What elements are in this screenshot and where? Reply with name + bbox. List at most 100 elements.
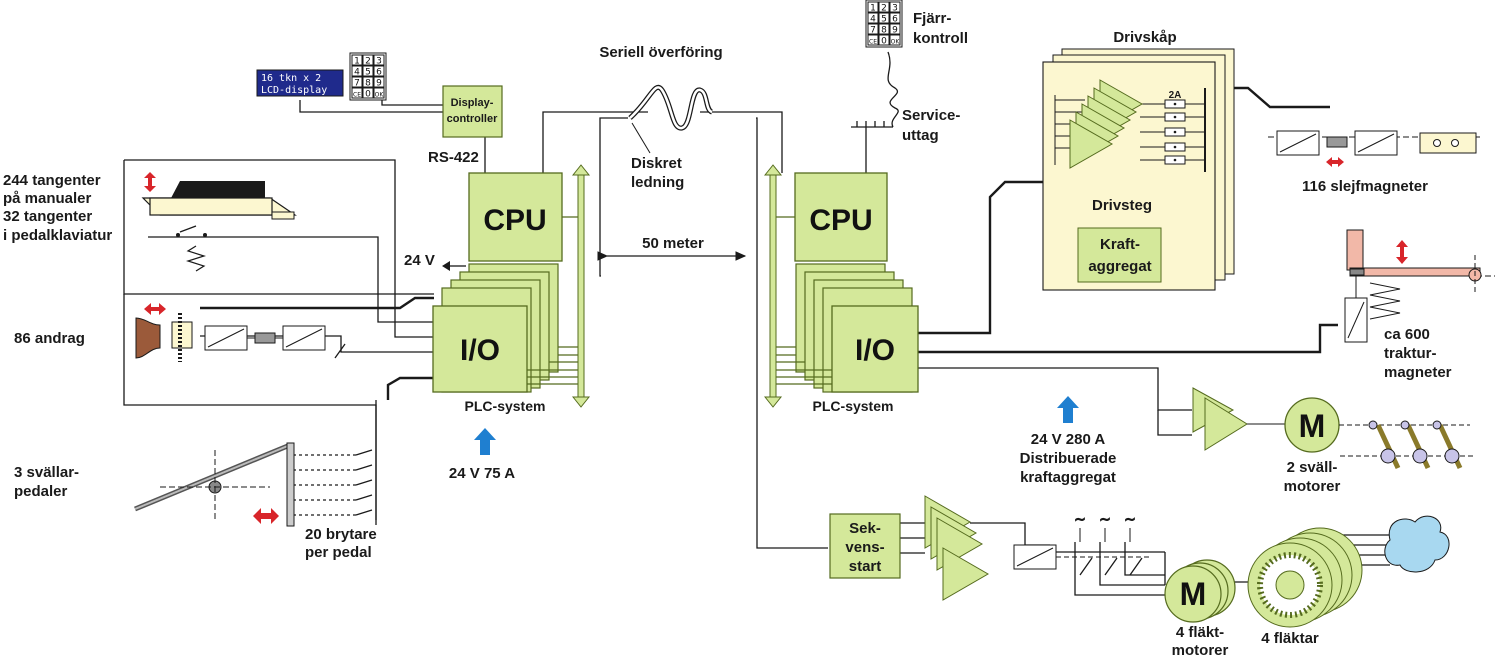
keypad-key-label: 4 <box>870 15 876 25</box>
keypad-key-label: 6 <box>892 15 898 25</box>
keypad-key-label: 9 <box>376 79 382 89</box>
keypad-key <box>889 23 901 35</box>
keypad-frame <box>865 0 903 48</box>
keypad-key <box>373 76 385 88</box>
fans <box>1247 527 1363 628</box>
left-io-box <box>432 305 528 393</box>
right-cpu-box <box>794 172 888 262</box>
keypad-key-label: CE <box>869 39 877 46</box>
lcd-line-1: 16 tkn x 2 <box>261 73 321 84</box>
keypad-key <box>867 1 879 13</box>
manual-keyboard <box>141 181 297 272</box>
keypad-key <box>362 54 374 66</box>
keypad-key <box>362 87 374 99</box>
voltage-arrow-icon <box>442 261 450 271</box>
serial-cable <box>628 85 714 131</box>
remote-label: Fjärr- kontroll <box>913 10 968 47</box>
slider-magnets-label: 116 slejfmagneter <box>1302 178 1428 195</box>
keypad-key <box>351 76 363 88</box>
lcd-display: 16 tkn x 2 LCD-display <box>256 69 344 97</box>
drive-cabinet: 2A Kraft- aggregat Drivsteg <box>1042 48 1235 291</box>
keypad-key-label: 1 <box>870 4 876 14</box>
fans-label: 4 fläktar <box>1261 630 1319 647</box>
keypad-key-label: 0 <box>881 37 887 47</box>
keys-line-3: 32 tangenter <box>3 208 92 225</box>
keys-line-1: 244 tangenter <box>3 172 101 189</box>
right-io-box <box>831 305 919 393</box>
sequence-start: Sek- vens- start <box>829 513 901 579</box>
sequence-line-1: Sek- <box>849 520 881 537</box>
swell-line-1: 3 svällar- <box>14 464 79 481</box>
drive-stage-label: Drivsteg <box>1092 197 1152 214</box>
right-power-line-1: 24 V 280 A <box>1031 431 1106 448</box>
fan-motor-letter: M <box>1180 576 1207 612</box>
keypad-key-label: 0 <box>365 90 371 100</box>
thin-wiring <box>123 51 1390 596</box>
rs422-label: RS-422 <box>428 149 479 166</box>
switches-line-1: 20 brytare <box>305 526 377 543</box>
keypad-key <box>878 12 890 24</box>
keypad-key <box>362 76 374 88</box>
right-plc-label: PLC-system <box>813 398 894 414</box>
pedal-motion-arrow-icon <box>253 508 279 524</box>
swell-motors-label: 2 sväll- motorer <box>1284 459 1341 495</box>
voltage-24-label: 24 V <box>404 252 435 269</box>
keypad-key-label: 2 <box>365 57 371 67</box>
swell-amplifier <box>1192 387 1285 451</box>
tracker-line-3: magneter <box>1384 364 1452 381</box>
discrete-line-1: Diskret <box>631 155 682 172</box>
swell-motors-line-1: 2 sväll- <box>1287 459 1338 476</box>
keypad-key <box>362 65 374 77</box>
display-controller-line-2: controller <box>447 113 498 125</box>
keypad-key-label: CE <box>353 92 361 99</box>
tracker-motion-arrow-icon <box>1396 240 1408 264</box>
fan-amplifiers <box>924 495 989 601</box>
keypad-key-label: 1 <box>354 57 360 67</box>
slider-motion-arrow-icon <box>1326 157 1344 167</box>
keypad-key-label: 3 <box>892 4 898 14</box>
keypad-key-label: 7 <box>870 26 876 36</box>
right-cpu-label: CPU <box>809 204 872 237</box>
keypad-key <box>867 34 879 46</box>
remote-line-2: kontroll <box>913 30 968 47</box>
keypad-key-label: 3 <box>376 57 382 67</box>
contactor: ~ ~ ~ <box>1013 512 1150 576</box>
swell-motors-line-2: motorer <box>1284 478 1341 495</box>
left-power-label: 24 V 75 A <box>449 465 515 482</box>
discrete-pointer <box>631 122 651 154</box>
distance-label: 50 meter <box>642 235 704 252</box>
tracker-magnet <box>1344 229 1495 343</box>
keypad-key-label: 2 <box>881 4 887 14</box>
fan-motors-line-2: motorer <box>1172 642 1229 657</box>
keypad-key <box>867 23 879 35</box>
right-plc: CPU I/O PLC-system <box>763 164 919 414</box>
keypad-key <box>878 23 890 35</box>
keypad-key <box>373 65 385 77</box>
remote-line-1: Fjärr- <box>913 10 951 27</box>
fan-motor: M <box>1164 559 1236 623</box>
discrete-line-2: ledning <box>631 174 684 191</box>
keypad-key <box>351 87 363 99</box>
switches-line-2: per pedal <box>305 544 372 561</box>
slider-magnets <box>1268 130 1480 156</box>
keypad-key-label: 9 <box>892 26 898 36</box>
keypad-key-label: 8 <box>881 26 887 36</box>
swell-pedal <box>134 442 295 527</box>
fuse-label: 2A <box>1169 90 1182 101</box>
keypad-key-label: 5 <box>365 68 371 78</box>
keypad-key <box>373 87 385 99</box>
tracker-line-2: traktur- <box>1384 345 1437 362</box>
left-cpu-label: CPU <box>483 204 546 237</box>
keypad-key-label: 8 <box>365 79 371 89</box>
service-line-1: Service- <box>902 107 960 124</box>
right-io-label: I/O <box>855 334 895 367</box>
left-cpu-box <box>468 172 563 262</box>
fan-motors-label: 4 fläkt- motorer <box>1172 624 1229 657</box>
keypad-key-label: 4 <box>354 68 360 78</box>
keypad-key <box>889 12 901 24</box>
lcd-line-2: LCD-display <box>261 85 327 96</box>
stops-label: 86 andrag <box>14 330 85 347</box>
keypad-key <box>867 12 879 24</box>
